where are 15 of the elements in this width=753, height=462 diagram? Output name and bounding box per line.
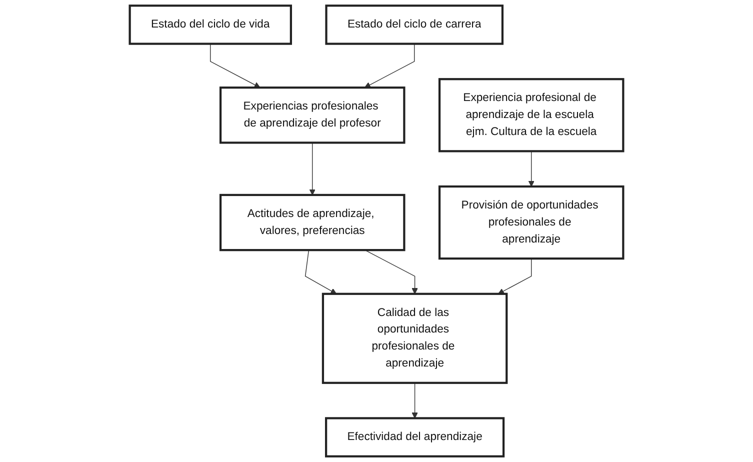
node-box: Estado del ciclo de vida	[128, 4, 292, 45]
node-box: Actitudes de aprendizaje, valores, preferencias	[219, 194, 406, 252]
arrow	[210, 43, 260, 88]
arrow	[309, 142, 316, 196]
node-box: Experiencia profesional de aprendizaje de la escuela ejm. Cultura de la escuela	[438, 78, 624, 152]
arrow	[528, 150, 534, 187]
node-box: Calidad de las oportunidades profesionales de aprendizaje	[322, 292, 508, 384]
arrow	[412, 382, 418, 418]
node-box: Experiencias profesionales de aprendizaje del profesor	[219, 86, 406, 144]
arrow	[498, 258, 532, 294]
arrow	[304, 250, 337, 294]
node-box: Estado del ciclo de carrera	[325, 4, 504, 45]
node-box: Efectividad del aprendizaje	[325, 417, 505, 458]
node-box: Provisión de oportunidades profesionales de aprendizaje	[438, 185, 624, 260]
arrow	[364, 43, 415, 88]
